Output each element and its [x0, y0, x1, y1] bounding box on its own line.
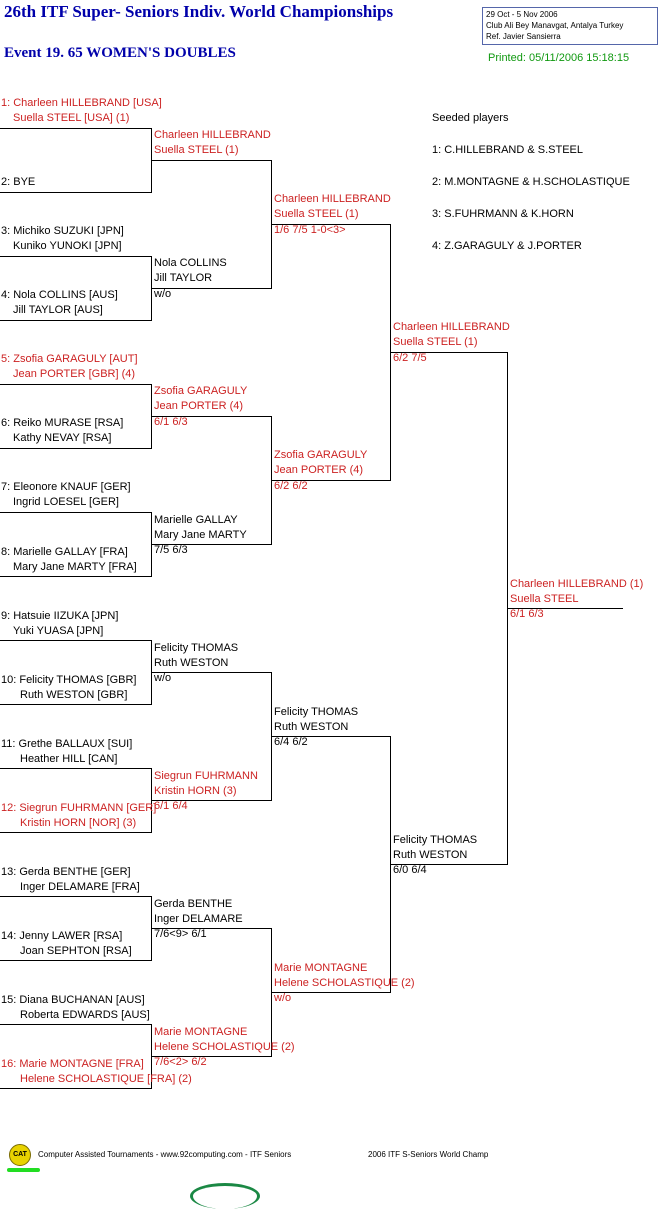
draw-entry-3-player2: Kuniko YUNOKI [JPN] [13, 240, 122, 252]
cat-logo-icon: CAT [9, 1144, 31, 1166]
round3-match1-winner-player2: Suella STEEL (1) [274, 208, 359, 220]
draw-entry-1-player1: 1: Charleen HILLEBRAND [USA] [1, 97, 162, 109]
semifinal1-winner-player2: Suella STEEL (1) [393, 336, 478, 348]
draw-entry-13-player2: Inger DELAMARE [FRA] [20, 881, 140, 893]
draw-entry-16-player2: Helene SCHOLASTIQUE [FRA] (2) [20, 1073, 192, 1085]
round3-match4-score: w/o [274, 992, 292, 1004]
champion-player1: Charleen HILLEBRAND (1) [510, 578, 644, 590]
round2-match1-winner-player2: Suella STEEL (1) [154, 144, 239, 156]
round3-match1-score: 1/6 7/5 1-0<3> [274, 224, 346, 236]
round3-match1-winner-player1: Charleen HILLEBRAND [274, 193, 391, 205]
round2-match4-score: 7/5 6/3 [154, 544, 188, 556]
semifinal2-winner-player2: Ruth WESTON [393, 849, 468, 861]
draw-entry-6-player2: Kathy NEVAY [RSA] [13, 432, 112, 444]
draw-entry-2-bye: 2: BYE [1, 176, 36, 188]
printed-timestamp: Printed: 05/11/2006 15:18:15 [488, 52, 630, 64]
semifinal2-winner-player1: Felicity THOMAS [393, 834, 478, 846]
draw-entry-15-player1: 15: Diana BUCHANAN [AUS] [1, 994, 145, 1006]
footer-credit: Computer Assisted Tournaments - www.92co… [38, 1150, 292, 1159]
seeded-heading: Seeded players [432, 112, 509, 124]
seeded-item: 3: S.FUHRMANN & K.HORN [432, 208, 574, 220]
round2-match5-score: w/o [154, 672, 172, 684]
draw-entry-11-player1: 11: Grethe BALLAUX [SUI] [1, 738, 133, 750]
draw-entry-12-player2: Kristin HORN [NOR] (3) [20, 817, 137, 829]
round2-match8-score: 7/6<2> 6/2 [154, 1056, 207, 1068]
round2-match2-score: w/o [154, 288, 172, 300]
draw-entry-4-player1: 4: Nola COLLINS [AUS] [1, 289, 118, 301]
round3-match4-winner-player2: Helene SCHOLASTIQUE (2) [274, 977, 415, 989]
round2-match3-winner-player2: Jean PORTER (4) [154, 400, 244, 412]
footer-tournament: 2006 ITF S-Seniors World Champ [368, 1150, 489, 1159]
round3-match3-winner-player2: Ruth WESTON [274, 721, 349, 733]
round2-match4-winner-player1: Marielle GALLAY [154, 514, 238, 526]
round2-match5-winner-player2: Ruth WESTON [154, 657, 229, 669]
draw-entry-9-player2: Yuki YUASA [JPN] [13, 625, 104, 637]
draw-entry-11-player2: Heather HILL [CAN] [20, 753, 118, 765]
draw-entry-14-player2: Joan SEPHTON [RSA] [20, 945, 132, 957]
round2-match6-score: 6/1 6/4 [154, 800, 188, 812]
round2-match6-winner-player1: Siegrun FUHRMANN [154, 770, 258, 782]
draw-entry-3-player1: 3: Michiko SUZUKI [JPN] [1, 225, 124, 237]
draw-entry-5-player1: 5: Zsofia GARAGULY [AUT] [1, 353, 138, 365]
draw-entry-15-player2: Roberta EDWARDS [AUS] [20, 1009, 150, 1021]
round2-match7-winner-player1: Gerda BENTHE [154, 898, 233, 910]
draw-entry-14-player1: 14: Jenny LAWER [RSA] [1, 930, 123, 942]
round2-match7-score: 7/6<9> 6/1 [154, 928, 207, 940]
draw-entry-4-player2: Jill TAYLOR [AUS] [13, 304, 103, 316]
draw-entry-10-player1: 10: Felicity THOMAS [GBR] [1, 674, 137, 686]
round2-match8-winner-player1: Marie MONTAGNE [154, 1026, 248, 1038]
round2-match4-winner-player2: Mary Jane MARTY [154, 529, 247, 541]
round3-match4-winner-player1: Marie MONTAGNE [274, 962, 368, 974]
semifinal1-score: 6/2 7/5 [393, 352, 427, 364]
draw-entry-9-player1: 9: Hatsuie IIZUKA [JPN] [1, 610, 119, 622]
tournament-referee: Ref. Javier Sansierra [486, 32, 561, 41]
final-score: 6/1 6/3 [510, 608, 544, 620]
seeded-item: 1: C.HILLEBRAND & S.STEEL [432, 144, 583, 156]
itf-logo-icon [190, 1183, 260, 1209]
tournament-venue: Club Ali Bey Manavgat, Antalya Turkey [486, 21, 624, 30]
round2-match6-winner-player2: Kristin HORN (3) [154, 785, 237, 797]
page-title: 26th ITF Super- Seniors Indiv. World Cha… [4, 2, 394, 21]
draw-entry-12-player1: 12: Siegrun FUHRMANN [GER] [1, 802, 157, 814]
round2-match3-winner-player1: Zsofia GARAGULY [154, 385, 248, 397]
draw-entry-7-player1: 7: Eleonore KNAUF [GER] [1, 481, 131, 493]
round2-match3-score: 6/1 6/3 [154, 416, 188, 428]
round2-match7-winner-player2: Inger DELAMARE [154, 913, 243, 925]
draw-entry-8-player2: Mary Jane MARTY [FRA] [13, 561, 137, 573]
round2-match5-winner-player1: Felicity THOMAS [154, 642, 239, 654]
round2-match1-winner-player1: Charleen HILLEBRAND [154, 129, 271, 141]
tournament-info-box: 29 Oct - 5 Nov 2006 Club Ali Bey Manavga… [482, 7, 658, 45]
draw-entry-8-player1: 8: Marielle GALLAY [FRA] [1, 546, 128, 558]
seeded-item: 4: Z.GARAGULY & J.PORTER [432, 240, 582, 252]
draw-entry-16-player1: 16: Marie MONTAGNE [FRA] [1, 1058, 144, 1070]
draw-entry-6-player1: 6: Reiko MURASE [RSA] [1, 417, 124, 429]
draw-entry-1-player2: Suella STEEL [USA] (1) [13, 112, 130, 124]
champion-player2: Suella STEEL [510, 593, 579, 605]
round2-match2-winner-player2: Jill TAYLOR [154, 272, 213, 284]
semifinal2-score: 6/0 6/4 [393, 864, 427, 876]
round3-match2-winner-player1: Zsofia GARAGULY [274, 449, 368, 461]
round2-match2-winner-player1: Nola COLLINS [154, 257, 227, 269]
tournament-dates: 29 Oct - 5 Nov 2006 [486, 10, 558, 19]
round3-match2-winner-player2: Jean PORTER (4) [274, 464, 364, 476]
cat-logo-underline [7, 1168, 40, 1172]
draw-entry-5-player2: Jean PORTER [GBR] (4) [13, 368, 136, 380]
event-title: Event 19. 65 WOMEN'S DOUBLES [4, 45, 236, 61]
draw-entry-7-player2: Ingrid LOESEL [GER] [13, 496, 119, 508]
draw-entry-13-player1: 13: Gerda BENTHE [GER] [1, 866, 131, 878]
round3-match3-score: 6/4 6/2 [274, 736, 308, 748]
seeded-item: 2: M.MONTAGNE & H.SCHOLASTIQUE [432, 176, 630, 188]
semifinal1-winner-player1: Charleen HILLEBRAND [393, 321, 510, 333]
round3-match3-winner-player1: Felicity THOMAS [274, 706, 359, 718]
draw-entry-10-player2: Ruth WESTON [GBR] [20, 689, 128, 701]
round3-match2-score: 6/2 6/2 [274, 480, 308, 492]
round2-match8-winner-player2: Helene SCHOLASTIQUE (2) [154, 1041, 295, 1053]
